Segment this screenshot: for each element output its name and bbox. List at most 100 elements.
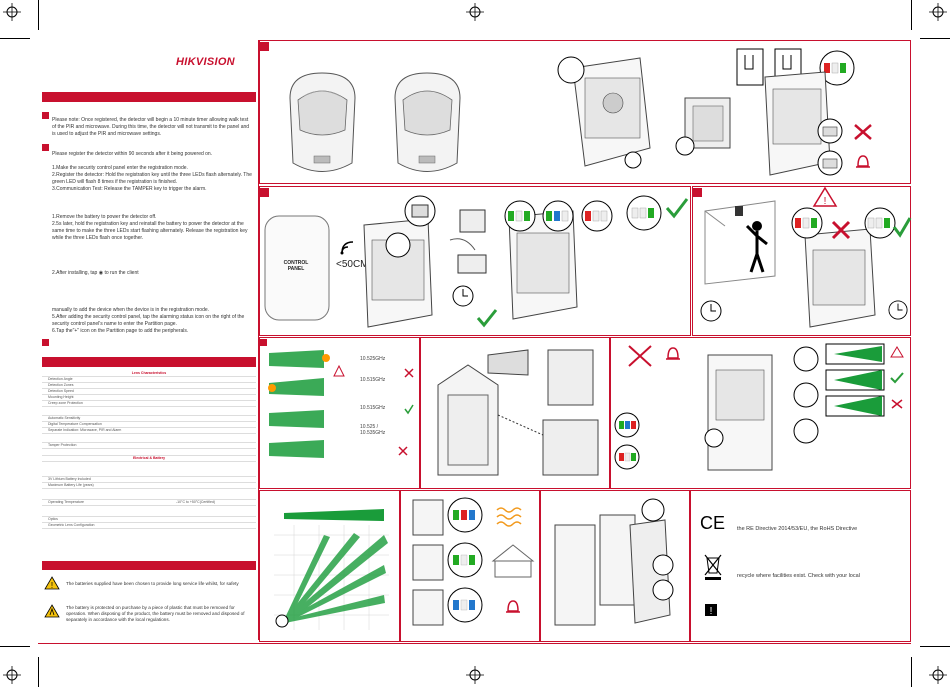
detector-open-illustration <box>704 354 773 471</box>
warning-batteries-text: The batteries supplied have been chosen … <box>66 581 239 586</box>
led-mode-illustration <box>412 497 535 626</box>
bottom-rule <box>38 643 911 644</box>
table-row: Mounting Height <box>42 395 256 401</box>
check-icon <box>890 372 904 384</box>
table-row: Detection Speed <box>42 389 256 395</box>
detection-pattern-chart <box>274 509 389 630</box>
distance-label: <50CM <box>336 259 369 270</box>
led-indicator-icon <box>504 200 536 232</box>
warning-triangle-icon: ! <box>44 576 60 590</box>
table-row: Optics <box>42 517 256 523</box>
panel-walktest <box>692 186 911 336</box>
step-item: 2.Register the detector: Hold the regist… <box>52 172 252 185</box>
cross-icon <box>831 220 851 240</box>
column-divider <box>258 40 259 640</box>
crosshair-mark-icon <box>3 3 21 21</box>
steps-b: 1.Remove the battery to power the detect… <box>52 214 254 242</box>
table-row: Geometric Lens Configuration <box>42 523 256 529</box>
warning-triangle-icon <box>333 364 345 377</box>
svg-text:!: ! <box>710 606 713 617</box>
control-panel-device <box>264 215 330 321</box>
coverage-pattern-illustration <box>268 350 330 458</box>
esd-icon <box>44 604 60 618</box>
after-install-text: 2.After installing, tap ◉ to run the cli… <box>52 270 139 276</box>
logo: HIKVISION <box>176 52 256 68</box>
crosshair-mark-icon <box>466 3 484 21</box>
clock-icon <box>888 300 908 320</box>
panel-top <box>259 40 911 184</box>
detector-open-illustration <box>804 228 876 328</box>
svg-text:!: ! <box>51 581 53 590</box>
step-item: manually to add the device when the devi… <box>52 307 210 313</box>
register-within-text: Please register the detector within 90 s… <box>52 151 213 157</box>
clock-icon <box>700 300 722 322</box>
table-row: Digital Temperature Compensation <box>42 422 256 428</box>
step-item: 6.Tap the"+" icon on the Partition page … <box>52 328 189 334</box>
wireless-icon <box>340 241 354 255</box>
warning-header-bar <box>42 561 256 570</box>
cross-icon <box>404 368 414 378</box>
battery-icon <box>817 150 843 176</box>
table-row: Detection Zones <box>42 383 256 389</box>
step-item: 1.Remove the battery to power the detect… <box>52 214 157 220</box>
section-marker <box>42 339 49 346</box>
table-row: Automatic Sensitivity <box>42 416 256 422</box>
weee-bin-icon <box>704 554 722 580</box>
spec-section-header: Lens Characteristics <box>42 371 256 377</box>
svg-text:!: ! <box>824 196 827 207</box>
detector-open-illustration <box>764 71 831 176</box>
detector-front-illustration <box>394 72 461 172</box>
frequency-label: 10.525GHz <box>360 356 386 362</box>
header-bar <box>42 92 256 102</box>
step-item: 1.Make the security control panel enter … <box>52 165 188 171</box>
warning-triangle-icon: ! <box>812 186 838 207</box>
panel-leds <box>399 490 541 642</box>
steps-c: manually to add the device when the devi… <box>52 307 254 335</box>
crosshair-mark-icon <box>929 666 947 684</box>
wiring-illustration <box>554 498 674 626</box>
warning-protected-text: The battery is protected on purchase by … <box>66 605 245 622</box>
bracket-illustration <box>675 97 731 156</box>
table-row: Detection Angle <box>42 377 256 383</box>
clock-icon <box>452 285 474 307</box>
cross-icon <box>628 345 652 367</box>
steps-a: 1.Make the security control panel enter … <box>52 165 254 193</box>
cross-icon <box>891 399 903 409</box>
section-marker <box>260 339 267 346</box>
step-item: 2.5s later, hold the registration key an… <box>52 221 248 241</box>
mounting-illustration <box>437 349 599 476</box>
panel-mounting <box>419 337 611 489</box>
detector-open-illustration <box>508 210 578 320</box>
table-row: Separate Indication: Microwave, PIR and … <box>42 428 256 434</box>
section-marker <box>693 188 702 197</box>
crosshair-mark-icon <box>3 666 21 684</box>
svg-text:CE: CE <box>700 513 725 533</box>
panel-frequency <box>259 337 421 489</box>
step-item: 3.Communication Test: Release the TAMPER… <box>52 186 207 192</box>
panel-registration <box>259 186 691 336</box>
ce-directive-text: the RE Directive 2014/53/EU, the RoHS Di… <box>737 526 858 532</box>
led-indicator-icon <box>614 444 640 470</box>
frequency-label: 10.515GHz <box>360 377 386 383</box>
key-icon <box>404 195 436 227</box>
table-row: 3V Lithium Battery Included <box>42 477 256 483</box>
battery-warning-icon: ! <box>705 604 717 617</box>
panel-compliance <box>689 490 911 642</box>
switch-icon <box>736 48 764 86</box>
bell-icon <box>506 600 520 613</box>
setting-dial-icons <box>793 346 819 444</box>
spec-section-header: Electrical & Battery <box>42 456 256 462</box>
battery-insert-illustration <box>449 209 487 274</box>
control-panel-label: CONTROL PANEL <box>283 260 309 272</box>
panel-wiring <box>539 490 691 642</box>
section-marker <box>260 42 269 51</box>
check-icon <box>892 217 912 238</box>
section-marker <box>42 112 49 119</box>
detector-open-illustration <box>363 218 433 328</box>
spec-header-bar <box>42 357 256 367</box>
frequency-label: 10.515GHz <box>360 405 386 411</box>
bell-icon <box>666 347 680 360</box>
led-indicator-icon <box>791 207 823 239</box>
detector-open-illustration <box>557 56 651 169</box>
check-icon <box>665 198 689 219</box>
